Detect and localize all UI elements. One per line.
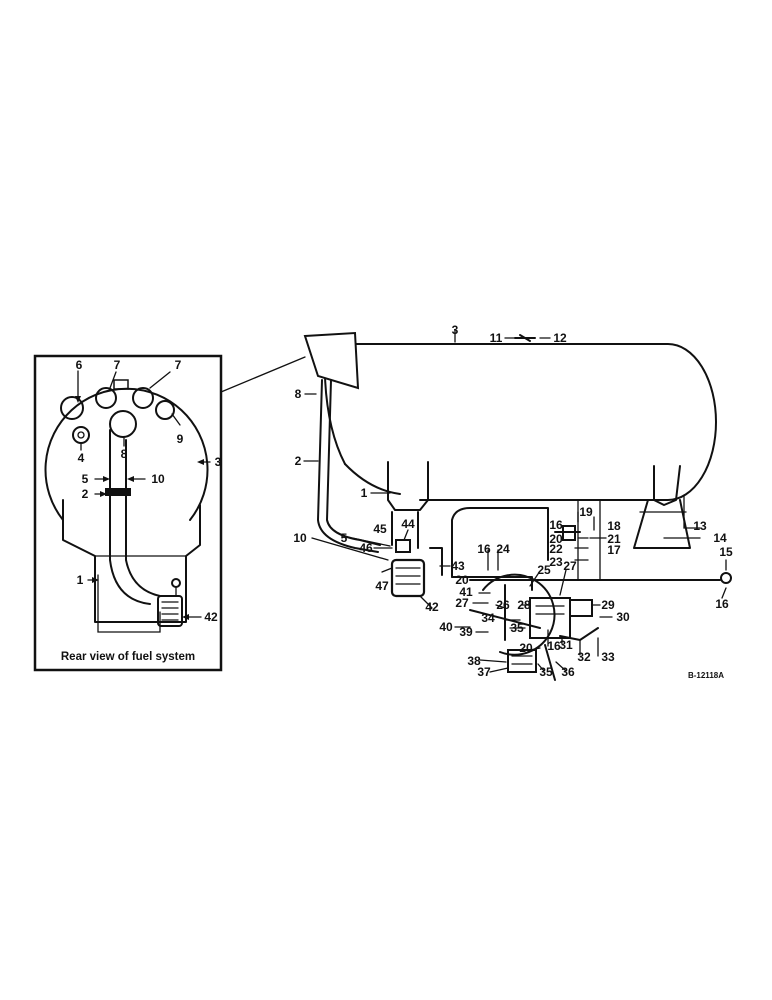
callout: 34 <box>481 611 495 625</box>
callout: 5 <box>82 472 89 486</box>
callout: 37 <box>477 665 491 679</box>
callout: 21 <box>607 532 621 546</box>
callout: 18 <box>607 519 621 533</box>
callout: 6 <box>76 358 83 372</box>
callout: 41 <box>459 585 473 599</box>
inset-leaders <box>75 370 211 620</box>
callout: 16 <box>547 639 561 653</box>
callout: 10 <box>151 472 165 486</box>
inset-caption: Rear view of fuel system <box>61 651 195 663</box>
inset-panel <box>33 354 223 672</box>
callout: 36 <box>561 665 575 679</box>
callout: 10 <box>293 531 307 545</box>
callout: 17 <box>607 543 621 557</box>
callout: 24 <box>496 542 510 556</box>
callout: 42 <box>425 600 439 614</box>
callout: 16 <box>549 518 563 532</box>
callout: 15 <box>719 545 733 559</box>
callout: 1 <box>77 573 84 587</box>
callout: 8 <box>121 447 128 461</box>
callout: 4 <box>78 451 85 465</box>
callout: 38 <box>467 654 481 668</box>
callout: 27 <box>563 559 577 573</box>
callout: 3 <box>452 323 459 337</box>
callout: 9 <box>177 432 184 446</box>
callout: 2 <box>295 454 302 468</box>
callout: 39 <box>459 625 473 639</box>
callout: 45 <box>373 522 387 536</box>
inset-connector <box>220 356 306 393</box>
callout: 47 <box>375 579 389 593</box>
callout: 3 <box>215 455 222 469</box>
callout: 29 <box>601 598 615 612</box>
callout: 35 <box>539 665 553 679</box>
callout: 20 <box>455 573 469 587</box>
callout: 44 <box>401 517 415 531</box>
inset-callouts: 6 7 7 9 4 8 5 10 2 3 1 42 <box>76 358 222 624</box>
callout: 11 <box>490 331 503 345</box>
callout: 22 <box>549 542 563 556</box>
fuel-lines <box>317 379 732 641</box>
fuel-tank <box>303 331 717 501</box>
callout: 19 <box>579 505 593 519</box>
callout: 7 <box>175 358 182 372</box>
callout: 43 <box>451 559 465 573</box>
callout: 16 <box>477 542 491 556</box>
callout: 33 <box>601 650 615 664</box>
main-leaders <box>303 329 727 673</box>
callout: 1 <box>361 486 368 500</box>
callout: 25 <box>537 563 551 577</box>
callout: 2 <box>82 487 89 501</box>
callout: 23 <box>549 555 563 569</box>
callout: 31 <box>559 638 573 652</box>
callout: 5 <box>341 531 348 545</box>
callout: 30 <box>616 610 630 624</box>
callout: 42 <box>204 610 218 624</box>
callout: 26 <box>496 598 510 612</box>
callout: 20 <box>549 532 563 546</box>
callout: 16 <box>715 597 729 611</box>
callout: 8 <box>295 387 302 401</box>
main-callouts: 3 11 12 8 2 19 16 20 21 18 13 14 15 16 1… <box>293 323 733 679</box>
callout: 13 <box>693 519 707 533</box>
callout: 12 <box>553 331 567 345</box>
callout: 7 <box>114 358 121 372</box>
callout: 27 <box>455 596 469 610</box>
callout: 20 <box>519 641 533 655</box>
callout: 40 <box>439 620 453 634</box>
drawing-code: B-12118A <box>688 671 724 680</box>
callout: 46 <box>359 541 373 555</box>
callout: 14 <box>713 531 727 545</box>
inset-caption-text: Rear view of fuel system <box>61 651 195 663</box>
callout: 28 <box>517 598 531 612</box>
callout: 32 <box>577 650 591 664</box>
callout: 35 <box>510 621 524 635</box>
tank-brackets <box>387 461 691 549</box>
